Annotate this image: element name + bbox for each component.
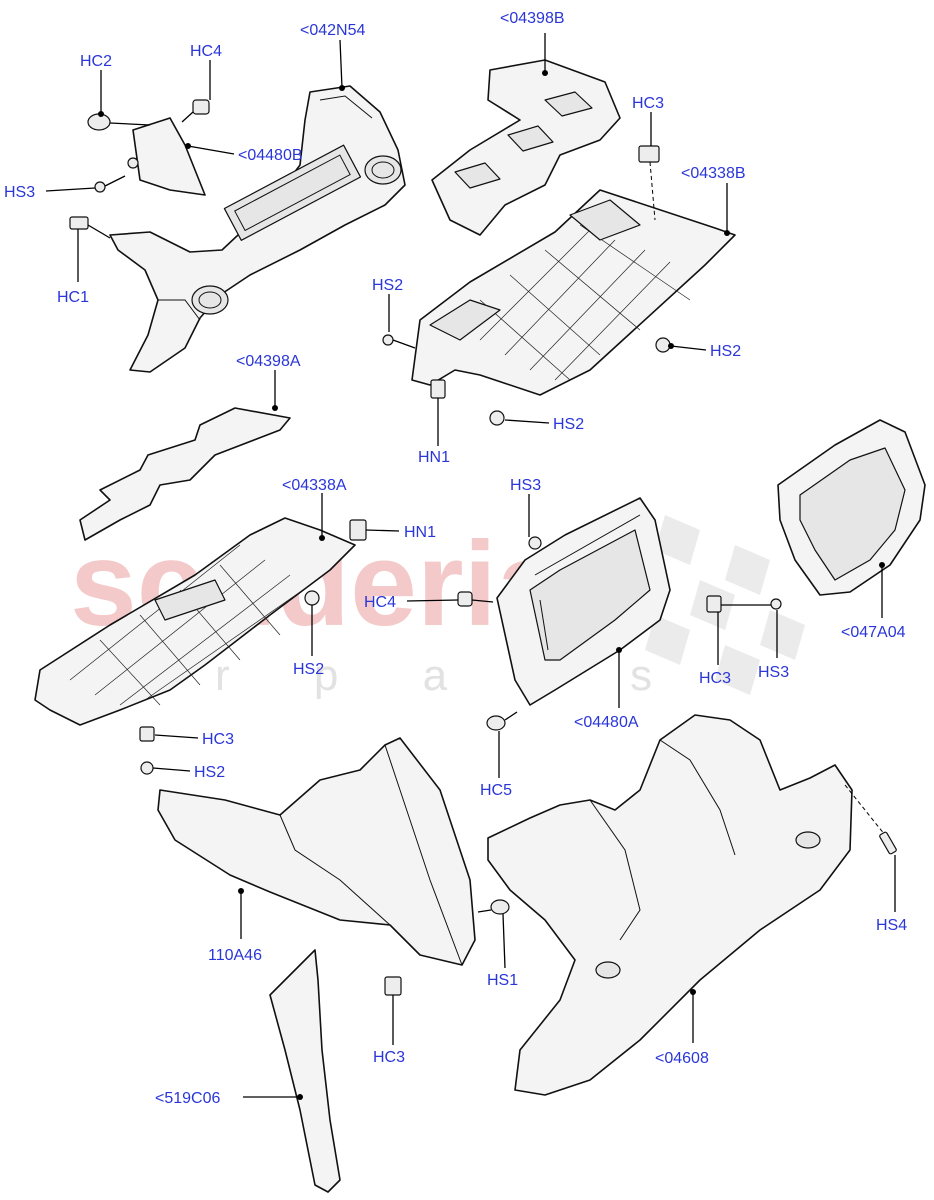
screw-hs2-mid: [304, 590, 320, 606]
part-labels: <042N54 <04398B HC2 HC4 HC3 <04480B <043…: [4, 10, 907, 1107]
part-04480A-frame: [496, 497, 671, 706]
part-04398A-pad: [79, 407, 291, 541]
part-042N54-fascia: [109, 85, 406, 373]
clip-hc4-top: [181, 99, 210, 123]
label-hc3-bottom: HC3: [373, 1049, 405, 1066]
clip-hc3-top: [638, 145, 660, 221]
screw-hs2-left: [140, 761, 154, 775]
label-042N54: <042N54: [300, 22, 365, 39]
part-04338A-tray: [34, 517, 356, 726]
label-110A46: 110A46: [208, 947, 262, 964]
part-047A04-surround: [777, 419, 926, 596]
label-hc3-right: HC3: [699, 670, 731, 687]
clip-hc5: [486, 711, 518, 731]
label-hs1: HS1: [487, 972, 518, 989]
part-04338B-tray: [411, 189, 736, 396]
label-hc3-top: HC3: [632, 95, 664, 112]
part-519C06-trim: [269, 949, 341, 1193]
screw-hs4: [844, 784, 897, 912]
watermark-checker: [645, 515, 805, 695]
label-hc2-top: HC2: [80, 53, 112, 70]
label-047A04: <047A04: [841, 624, 906, 641]
clip-hc3-left: [139, 726, 155, 742]
part-04398B-pad: [431, 59, 621, 236]
watermark-sub: r p a r s: [215, 651, 688, 700]
label-hc4-mid: HC4: [364, 594, 396, 611]
label-hs2-upper: HS2: [372, 277, 403, 294]
label-04608: <04608: [655, 1050, 709, 1067]
label-hs4: HS4: [876, 917, 907, 934]
label-hs2-mid: HS2: [293, 661, 324, 678]
label-04338B: <04338B: [681, 165, 746, 182]
screw-hs2-upper-left: [382, 334, 416, 349]
label-04338A: <04338A: [282, 477, 347, 494]
screw-hs2-upper-bottom: [489, 410, 505, 426]
part-04480B-panel: [132, 117, 206, 196]
label-04398A: <04398A: [236, 353, 301, 370]
nut-hn1-upper: [430, 379, 446, 399]
label-hs2-left: HS2: [194, 764, 225, 781]
label-hs2-bottom: HS2: [553, 416, 584, 433]
screw-hole: [127, 157, 139, 169]
label-04480A: <04480A: [574, 714, 639, 731]
label-519C06: <519C06: [155, 1090, 220, 1107]
leader-lines: [45, 33, 885, 1100]
screw-hs3-left: [94, 175, 126, 193]
label-hc3-left: HC3: [202, 731, 234, 748]
label-hn1-upper: HN1: [418, 449, 450, 466]
nut-hn1-mid: [349, 519, 367, 541]
part-110A46-bolster: [157, 737, 476, 966]
screw-hs3-mid: [528, 536, 542, 550]
clip-hs1: [477, 899, 510, 915]
part-04608-bolster: [487, 714, 853, 1096]
label-hs3-right: HS3: [758, 664, 789, 681]
label-04398B: <04398B: [500, 10, 565, 27]
label-hc1: HC1: [57, 289, 89, 306]
label-hc5: HC5: [480, 782, 512, 799]
clip-hc1: [69, 216, 111, 239]
screw-hs3-right: [770, 598, 782, 610]
label-hn1-mid: HN1: [404, 524, 436, 541]
label-hs3-left: HS3: [4, 184, 35, 201]
label-04480B: <04480B: [238, 147, 303, 164]
screw-hs2-upper-right: [655, 337, 671, 353]
clip-hc4-mid: [457, 591, 494, 607]
clip-hc3-bottom: [384, 976, 402, 996]
label-hc4-top: HC4: [190, 43, 222, 60]
label-hs3-mid: HS3: [510, 477, 541, 494]
label-hs2-right: HS2: [710, 343, 741, 360]
clip-hc3-right: [706, 595, 775, 613]
